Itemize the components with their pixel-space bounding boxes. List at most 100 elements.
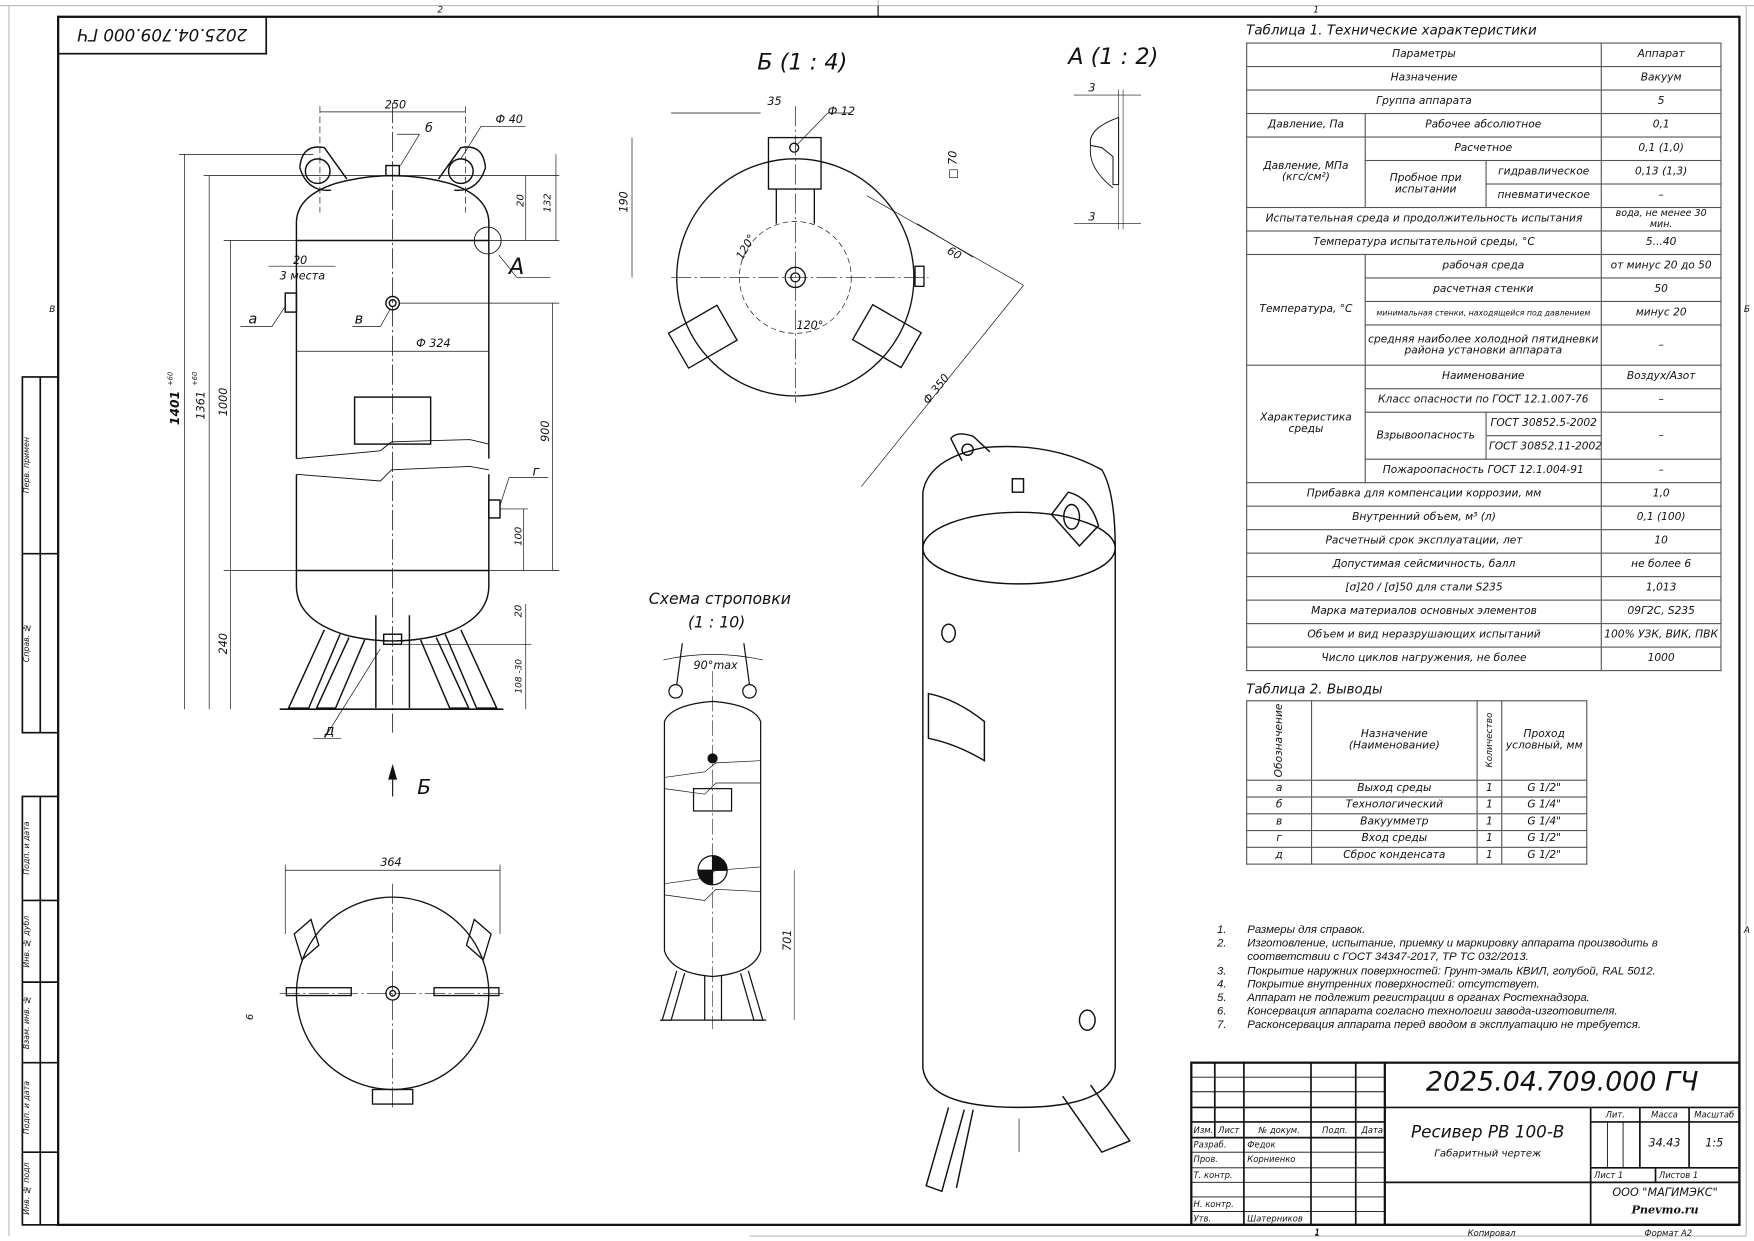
dim-100: 100 — [513, 527, 524, 546]
organization: ООО "МАГИМЭКС" — [1612, 1186, 1718, 1200]
header-date: Дата — [1361, 1125, 1384, 1136]
note-text: Размеры для справок. — [1247, 923, 1366, 937]
cell: Марка материалов основных элементов — [1246, 599, 1602, 625]
dim-20-bottom: 20 — [513, 605, 524, 618]
dim-6: 6 — [245, 1014, 256, 1020]
cell: Назначение — [1246, 65, 1602, 91]
mass-value: 34.43 — [1648, 1137, 1681, 1150]
cell: гидравлическое — [1485, 159, 1602, 185]
view-arrow-label: Б — [417, 775, 431, 799]
dim-250: 250 — [385, 99, 406, 112]
angle-120-a: 120° — [734, 232, 759, 262]
zone-label: В — [49, 305, 55, 315]
margin-label: Перв. примен — [22, 437, 32, 494]
header-doc: № докум. — [1258, 1125, 1300, 1136]
cell: Температура испытательной среды, °С — [1246, 230, 1602, 256]
nozzle-label-b: б — [425, 121, 433, 135]
zone-label: Б — [1744, 305, 1750, 315]
cell: 1000 — [1600, 646, 1722, 672]
dim-20-nozzle: 20 — [293, 254, 307, 267]
dim-240: 240 — [217, 633, 230, 654]
role-label: Утв. — [1193, 1213, 1212, 1224]
sling-scheme: Схема строповки (1 : 10) 90°max 701 — [649, 589, 795, 1030]
front-view — [279, 102, 504, 733]
cell: ГОСТ 30852.11-2002 — [1485, 435, 1602, 460]
cell: пневматическое — [1485, 183, 1602, 209]
dim-20: 20 — [516, 194, 527, 207]
copied-label: Копировал — [1467, 1228, 1516, 1239]
note-item: 4.Покрытие внутренних поверхностей: отсу… — [1217, 979, 1739, 993]
front-view-dimensions — [178, 106, 560, 739]
note-item: 5.Аппарат не подлежит регистрации в орга… — [1217, 992, 1739, 1006]
cell: Допустимая сейсмичность, балл — [1246, 552, 1602, 578]
view-b — [631, 106, 1024, 487]
sling-scale: (1 : 10) — [688, 613, 745, 632]
table2-title: Таблица 2. Выводы — [1246, 681, 1383, 697]
zone-label: 2 — [437, 5, 443, 15]
person-name: Корниенко — [1247, 1154, 1296, 1165]
cell: 1 — [1476, 846, 1503, 865]
cell: а — [1246, 779, 1313, 798]
cell: д — [1246, 846, 1313, 865]
scale-label: Масштаб — [1694, 1109, 1735, 1120]
cell: Прибавка для компенсации коррозии, мм — [1246, 482, 1602, 507]
detail-callout-a: А — [507, 254, 524, 280]
cell: – — [1600, 388, 1722, 413]
cell: 1 — [1476, 796, 1503, 815]
cell: в — [1246, 813, 1313, 832]
cell: Класс опасности по ГОСТ 12.1.007-76 — [1364, 388, 1602, 413]
person-name: Федок — [1247, 1139, 1276, 1150]
cell: Аппарат — [1600, 42, 1722, 68]
nozzle-label-v: в — [355, 311, 364, 327]
role-label: Пров. — [1193, 1154, 1218, 1165]
header-sign: Подп. — [1322, 1125, 1348, 1136]
cell: Объем и вид неразрушающих испытаний — [1246, 623, 1602, 648]
cell: Параметры — [1246, 42, 1602, 68]
mass-label: Масса — [1651, 1109, 1678, 1120]
cell: Внутренний объем, м³ (л) — [1246, 505, 1602, 531]
cell: минус 20 — [1600, 300, 1722, 326]
margin-label: Инв. № подл — [22, 1162, 32, 1215]
note-text: Консервация аппарата согласно технологии… — [1247, 1005, 1618, 1019]
cell: не более 6 — [1600, 552, 1722, 578]
sling-angle: 90°max — [694, 659, 739, 672]
note-item: 1.Размеры для справок. — [1217, 924, 1739, 938]
cell: Взрывоопасность — [1364, 411, 1487, 460]
cell: 0,1 (1,0) — [1600, 136, 1722, 162]
product-name: Ресивер РВ 100-В — [1411, 1121, 1565, 1143]
cell: Пожароопасность ГОСТ 12.1.004-91 — [1364, 458, 1602, 484]
margin-label: Подп. и дата — [22, 821, 32, 876]
cell: 50 — [1600, 277, 1722, 303]
note-number: 2. — [1217, 937, 1227, 950]
dim-190: 190 — [618, 191, 631, 212]
header-izm: Изм. — [1193, 1125, 1214, 1136]
sling-title: Схема строповки — [649, 589, 791, 608]
dim-364: 364 — [380, 856, 401, 869]
dim-1361-tol: +60 — [191, 372, 199, 386]
sheet-number: Лист 1 — [1594, 1170, 1624, 1181]
person-name: Шатерников — [1247, 1213, 1303, 1224]
dim-900: 900 — [539, 421, 552, 442]
role-label: Н. контр. — [1193, 1199, 1234, 1210]
organization-site: Pnevmo.ru — [1631, 1204, 1699, 1218]
header-cell: Назначение (Наименование) — [1310, 700, 1478, 781]
cell: 100% УЗК, ВИК, ПВК — [1600, 623, 1722, 648]
header-list: Лист — [1218, 1125, 1240, 1136]
lit-label: Лит. — [1605, 1109, 1625, 1120]
bottom-view: 364 6 — [245, 856, 506, 1108]
cell: Испытательная среда и продолжительность … — [1246, 206, 1602, 232]
header-cell: Проход условный, мм — [1501, 700, 1588, 781]
cell: Расчетное — [1364, 136, 1602, 162]
zone-label: А — [1743, 926, 1750, 936]
outlets-table: Обозначение Назначение (Наименование) Ко… — [1246, 700, 1588, 865]
note-text: Изготовление, испытание, приемку и марки… — [1247, 937, 1658, 964]
cell: вода, не менее 30 мин. — [1600, 206, 1722, 232]
view-b-title: Б (1 : 4) — [757, 49, 847, 75]
cell: – — [1600, 183, 1722, 209]
cell: Группа аппарата — [1246, 89, 1602, 115]
